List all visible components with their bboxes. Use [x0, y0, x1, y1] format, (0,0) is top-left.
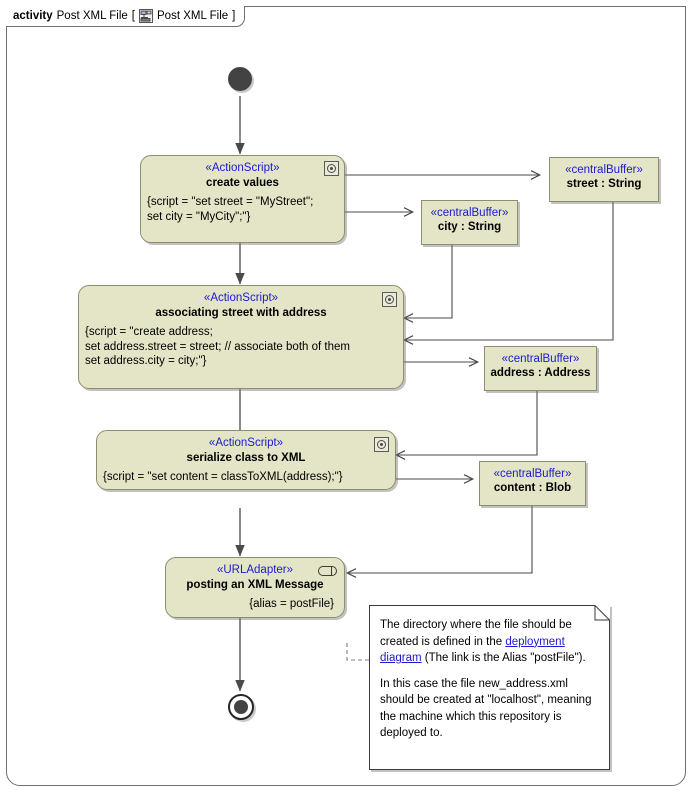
activity-final-node[interactable]: [228, 694, 254, 720]
deployment-diagram-link[interactable]: deployment diagram: [380, 635, 565, 665]
action-name: associating street with address: [155, 307, 327, 319]
action-body: {script = "create address; set address.s…: [85, 326, 350, 367]
bracket-open: [: [131, 10, 135, 22]
diagram-qualified-name: Post XML File: [157, 10, 229, 22]
note[interactable]: The directory where the file should be c…: [369, 605, 610, 770]
central-buffer-street[interactable]: «centralBuffer» street : String: [549, 157, 659, 202]
note-paragraph-1-part-1: The directory where the file should be c…: [380, 619, 572, 648]
diagram-kind-keyword: activity: [13, 10, 53, 22]
stereotype-label: «centralBuffer»: [565, 164, 643, 176]
script-icon[interactable]: [374, 437, 389, 452]
activity-diagram-icon: [139, 9, 153, 23]
action-create-values[interactable]: «ActionScript» create values {script = "…: [140, 155, 345, 243]
note-text: The directory where the file should be c…: [369, 605, 610, 750]
stereotype-label: «centralBuffer»: [501, 353, 580, 365]
note-paragraph-2: In this case the file new_address.xml sh…: [380, 677, 592, 740]
note-paragraph-1-part-2: (The link is the Alias "postFile").: [421, 652, 586, 664]
action-body: {script = "set street = "MyStreet"; set …: [147, 196, 314, 223]
stereotype-label: «ActionScript»: [203, 292, 279, 304]
buffer-name: content : Blob: [493, 482, 572, 494]
note-shape: [369, 605, 610, 770]
script-icon[interactable]: [324, 161, 339, 176]
action-serialize-class-to-xml[interactable]: «ActionScript» serialize class to XML {s…: [96, 430, 396, 490]
stereotype-label: «URLAdapter»: [216, 564, 294, 576]
bracket-close: ]: [232, 10, 236, 22]
action-body: {alias = postFile}: [249, 598, 334, 610]
buffer-name: street : String: [566, 178, 642, 190]
initial-node[interactable]: [228, 67, 252, 91]
stereotype-label: «centralBuffer»: [493, 468, 572, 480]
action-posting-an-xml-message[interactable]: «URLAdapter» posting an XML Message {ali…: [165, 557, 345, 618]
stereotype-label: «ActionScript»: [205, 162, 280, 174]
script-icon[interactable]: [382, 292, 397, 307]
diagram-name: Post XML File: [56, 10, 128, 22]
central-buffer-city[interactable]: «centralBuffer» city : String: [421, 200, 518, 245]
action-associating-street-with-address[interactable]: «ActionScript» associating street with a…: [78, 285, 404, 389]
stereotype-label: «centralBuffer»: [430, 207, 509, 219]
central-buffer-content[interactable]: «centralBuffer» content : Blob: [479, 461, 586, 506]
diagram-header: activity Post XML File [ Post XML File ]: [6, 6, 246, 27]
adapter-icon[interactable]: [318, 566, 337, 576]
action-body: {script = "set content = classToXML(addr…: [103, 471, 343, 483]
action-name: create values: [206, 177, 279, 189]
buffer-name: city : String: [437, 221, 502, 233]
stereotype-label: «ActionScript»: [208, 437, 284, 449]
action-name: serialize class to XML: [186, 452, 306, 464]
action-name: posting an XML Message: [186, 579, 324, 591]
central-buffer-address[interactable]: «centralBuffer» address : Address: [484, 346, 597, 391]
buffer-name: address : Address: [490, 367, 591, 379]
